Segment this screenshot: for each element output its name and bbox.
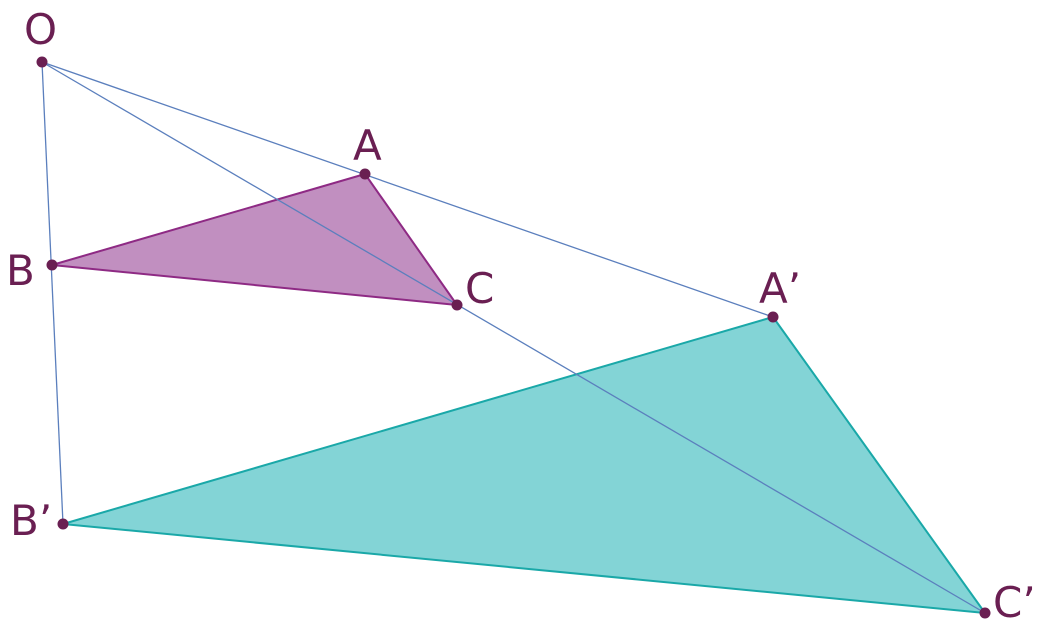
label-c: C	[465, 264, 494, 313]
point-b-prime	[57, 518, 69, 530]
point-a	[359, 168, 371, 180]
label-c-prime: C’	[993, 578, 1036, 627]
point-a-prime	[767, 311, 779, 323]
point-b	[46, 259, 58, 271]
label-b-prime: B’	[10, 496, 52, 545]
ray-o-a-prime	[41, 61, 774, 318]
point-c	[451, 299, 463, 311]
triangle-abc	[51, 173, 458, 306]
label-a-prime: A’	[759, 264, 801, 313]
label-o: O	[24, 5, 57, 54]
point-o	[36, 56, 48, 68]
point-c-prime	[979, 607, 991, 619]
label-b: B	[6, 246, 35, 295]
label-a: A	[353, 121, 382, 170]
ray-o-b-prime	[41, 61, 64, 525]
ray-o-c-prime	[41, 61, 986, 614]
triangle-a-prime-b-prime-c-prime	[62, 316, 986, 614]
